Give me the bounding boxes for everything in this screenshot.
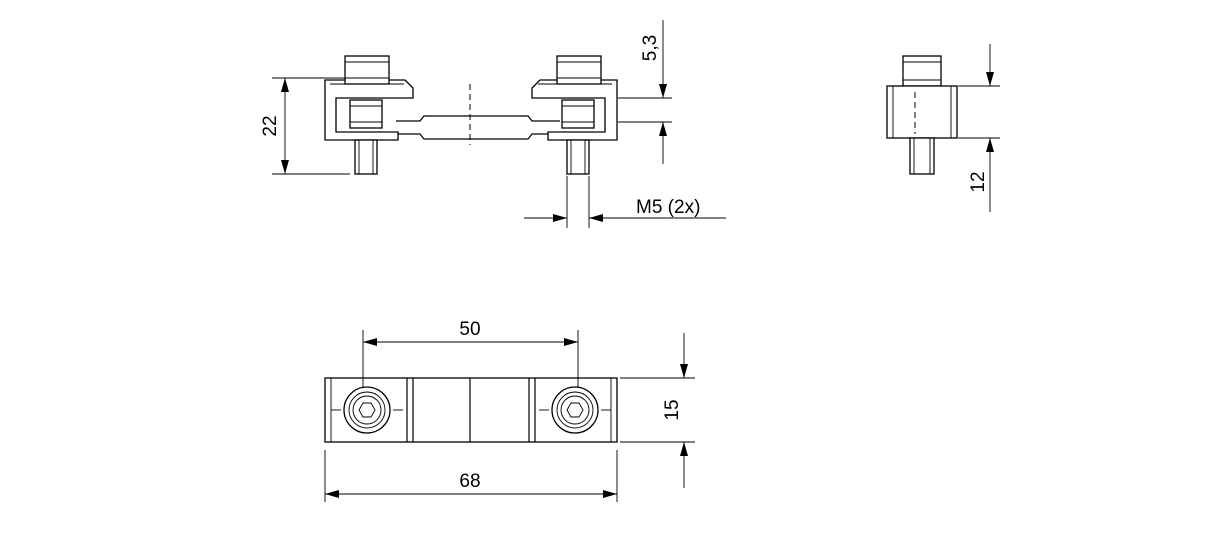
right-screw-head: [551, 386, 599, 434]
side-view: 12: [886, 44, 1000, 212]
dimension-50: 50: [362, 319, 579, 388]
dimension-label-68: 68: [459, 471, 480, 492]
dimension-12: 12: [958, 44, 1000, 212]
right-clamp: [531, 55, 618, 175]
top-view: 50 68 15: [324, 319, 695, 502]
dimension-label-m5: M5 (2x): [636, 197, 700, 218]
dimension-15: 15: [620, 333, 695, 488]
dimension-label-5-3: 5,3: [640, 35, 661, 61]
left-clamp: [324, 55, 414, 175]
dimension-m5: M5 (2x): [524, 176, 726, 228]
dimension-68: 68: [324, 450, 618, 502]
dimension-5-3: 5,3: [618, 20, 672, 164]
front-view: 22 5,3 M5 (2x): [260, 20, 726, 228]
dimension-label-50: 50: [459, 319, 480, 340]
dimension-label-15: 15: [662, 399, 683, 420]
dimension-22: 22: [260, 77, 350, 175]
left-screw-head: [343, 386, 391, 434]
dimension-label-22: 22: [260, 115, 281, 136]
dimension-label-12: 12: [968, 171, 989, 192]
